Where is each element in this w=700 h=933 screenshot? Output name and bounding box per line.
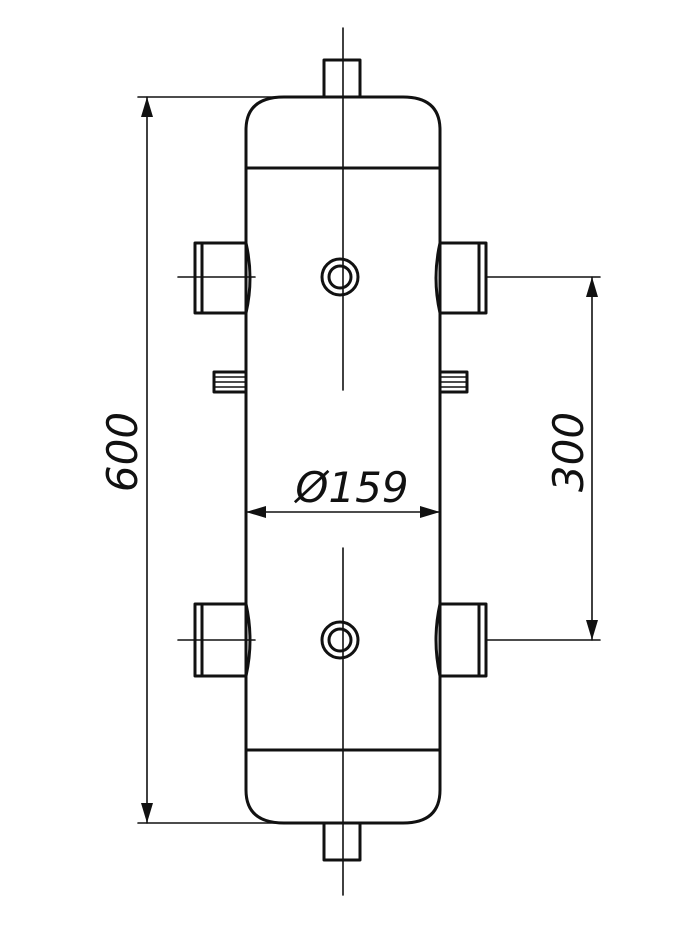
dimension-diameter: Ø159 <box>245 463 441 518</box>
top-vent-nozzle <box>322 58 362 99</box>
inlet-spacing-label: 300 <box>544 412 593 492</box>
diameter-label: Ø159 <box>293 463 408 512</box>
bottom-drain-nozzle <box>322 821 362 862</box>
dimension-overall-height: 600 <box>98 96 285 824</box>
left-upper-nozzle <box>193 241 252 315</box>
upper-front-socket <box>320 257 360 297</box>
right-stud <box>438 370 469 394</box>
right-lower-nozzle <box>434 602 488 678</box>
left-lower-nozzle <box>193 602 252 678</box>
right-upper-nozzle <box>434 241 488 315</box>
left-stud <box>212 370 248 394</box>
dimension-inlet-spacing: 300 <box>485 276 601 641</box>
overall-height-label: 600 <box>98 412 147 492</box>
lower-front-socket <box>320 620 360 660</box>
centerlines <box>177 27 344 896</box>
